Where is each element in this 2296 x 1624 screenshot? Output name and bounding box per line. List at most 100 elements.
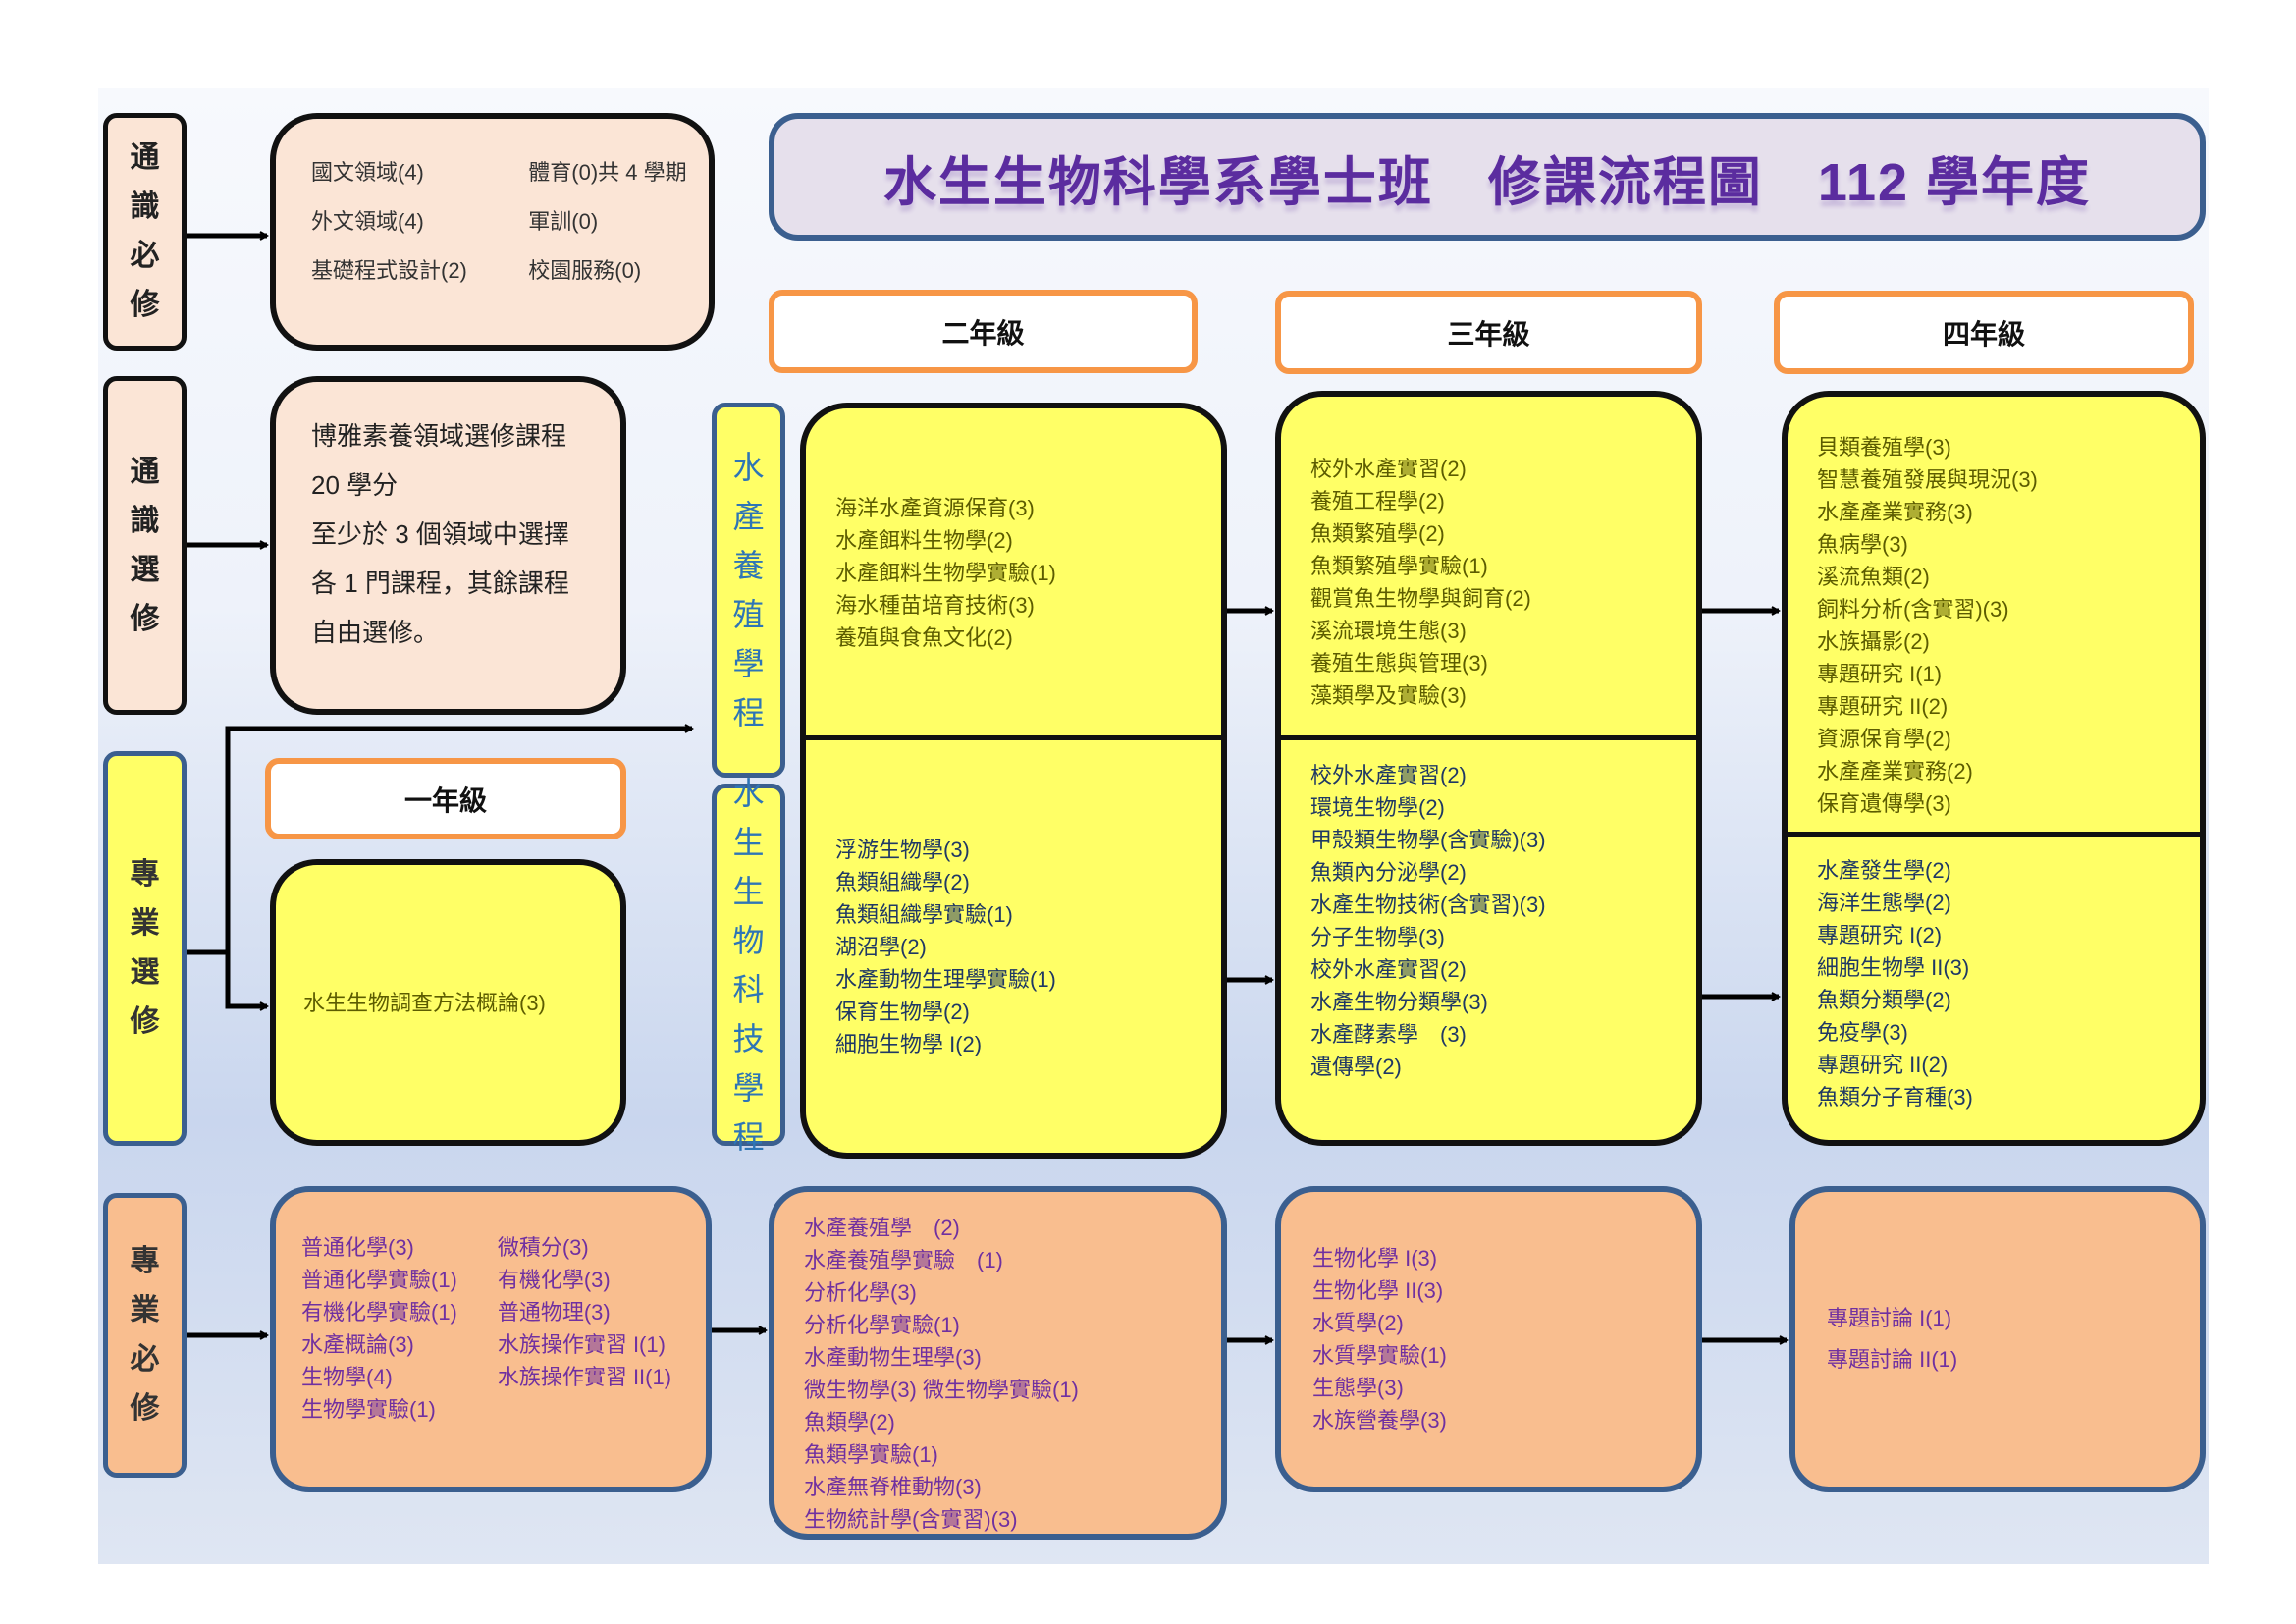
course-item: 水族營養學(3) (1312, 1408, 1447, 1433)
course-item: 水產生物分類學(3) (1310, 989, 1488, 1014)
course-item: 生物統計學(含實習)(3) (804, 1507, 1018, 1532)
year-header-1: 一年級 (265, 758, 626, 839)
ge-elective-line: 20 學分 (311, 470, 399, 500)
page-title: 水生生物科學系學士班 修課流程圖 112 學年度 (769, 113, 2206, 241)
course-item: 專題討論 I(1) (1827, 1306, 1952, 1330)
course-item: 養殖生態與管理(3) (1310, 650, 1488, 676)
label-ge-required: 通識必修 (103, 113, 187, 351)
label-char: 技 (732, 1020, 765, 1056)
label-major-elective: 專業選修 (103, 751, 187, 1146)
course-item: 生態學(3) (1312, 1376, 1404, 1400)
elective-year3-aquaculture: 校外水產實習(2)養殖工程學(2)魚類繁殖學(2)魚類繁殖學實驗(1)觀賞魚生物… (1281, 426, 1696, 737)
track-biotech-label: 水生生物科技學程 (712, 776, 785, 1155)
arrow-major-elective-to-tracks (225, 729, 692, 1006)
label-char: 修 (130, 1392, 160, 1425)
elective-year4-box: 貝類養殖學(3)智慧養殖發展與現況(3)水產產業實務(3)魚病學(3)溪流魚類(… (1782, 391, 2206, 1146)
course-item: 專題討論 II(1) (1827, 1347, 1958, 1372)
course-item: 細胞生物學 II(3) (1817, 954, 1970, 980)
ge-elective-line: 自由選修。 (311, 618, 440, 647)
course-item: 保育遺傳學(3) (1817, 790, 1951, 816)
course-item: 溪流魚類(2) (1817, 564, 1930, 589)
course-item: 水產養殖學實驗 (1) (804, 1248, 1003, 1272)
elective-year2-aquaculture: 海洋水產資源保育(3)水產餌料生物學(2)水產餌料生物學實驗(1)海水種苗培育技… (806, 408, 1221, 737)
elective-year3-box: 校外水產實習(2)養殖工程學(2)魚類繁殖學(2)魚類繁殖學實驗(1)觀賞魚生物… (1275, 391, 1702, 1146)
course-item: 魚類分類學(2) (1817, 987, 1951, 1012)
required-year1-list: 普通化學(3)微積分(3)普通化學實驗(1)有機化學(3)有機化學實驗(1)普通… (301, 1231, 706, 1426)
label-char: 產 (732, 499, 765, 534)
elective-year2-biotech: 浮游生物學(3)魚類組織學(2)魚類組織學實驗(1)湖沼學(2)水產動物生理學實… (806, 740, 1221, 1153)
course-item: 養殖工程學(2) (1310, 488, 1445, 514)
course-item: 校外水產實習(2) (1310, 456, 1467, 481)
track-aquaculture-label: 水產養殖學程 (712, 403, 785, 778)
course-item: 水產酵素學 (3) (1310, 1021, 1467, 1047)
course-item: 細胞生物學 I(2) (835, 1031, 983, 1056)
course-item: 智慧養殖發展與現況(3) (1817, 466, 2038, 492)
course-item: 基礎程式設計(2) (311, 258, 467, 283)
course-item: 水產動物生理學實驗(1) (835, 966, 1056, 992)
label-char: 必 (130, 1343, 160, 1376)
label-char: 通 (130, 455, 160, 488)
year-header-4: 四年級 (1774, 291, 2194, 374)
course-item: 資源保育學(2) (1817, 726, 1951, 751)
label-char: 殖 (732, 597, 765, 632)
course-item: 魚類學實驗(1) (804, 1442, 938, 1467)
course-item: 分析化學實驗(1) (804, 1313, 960, 1337)
course-item: 環境生物學(2) (1310, 794, 1445, 820)
course-item: 專題研究 II(2) (1817, 1052, 1949, 1077)
label-char: 學 (732, 1069, 765, 1106)
elective-year3-biotech: 校外水產實習(2)環境生物學(2)甲殼類生物學(含實驗)(3)魚類內分泌學(2)… (1281, 740, 1696, 1101)
course-item: 普通化學(3) (301, 1235, 414, 1260)
elective-year2-box: 海洋水產資源保育(3)水產餌料生物學(2)水產餌料生物學實驗(1)海水種苗培育技… (800, 403, 1227, 1159)
label-char: 程 (732, 695, 765, 731)
required-year3-box: 生物化學 I(3)生物化學 II(3)水質學(2)水質學實驗(1)生態學(3)水… (1275, 1186, 1702, 1492)
course-item: 外文領域(4) (311, 209, 424, 234)
course-item: 貝類養殖學(3) (1817, 434, 1951, 460)
course-item: 水產概論(3) (301, 1332, 414, 1357)
label-char: 選 (130, 553, 160, 586)
track-divider (806, 735, 1221, 740)
elective-year4-aquaculture: 貝類養殖學(3)智慧養殖發展與現況(3)水產產業實務(3)魚病學(3)溪流魚類(… (1788, 416, 2200, 834)
course-item: 水產發生學(2) (1817, 857, 1951, 883)
course-item: 海水種苗培育技術(3) (835, 593, 1035, 618)
year-header-2: 二年級 (769, 290, 1198, 373)
elective-year1-box: 水生生物調查方法概論(3) (270, 859, 626, 1146)
course-item: 水生生物調查方法概論(3) (303, 990, 546, 1015)
course-item: 專題研究 I(2) (1817, 922, 1943, 947)
course-item: 溪流環境生態(3) (1310, 618, 1467, 643)
course-item: 水產養殖學 (2) (804, 1216, 960, 1240)
course-item: 水族操作實習 II(1) (497, 1365, 672, 1389)
course-item: 普通物理(3) (497, 1300, 611, 1325)
ge-required-box: 國文領域(4)體育(0)共 4 學期外文領域(4)軍訓(0)基礎程式設計(2)校… (270, 113, 715, 351)
course-item: 微生物學(3) 微生物學實驗(1) (804, 1378, 1079, 1402)
course-item: 有機化學(3) (497, 1268, 611, 1292)
course-item: 有機化學實驗(1) (301, 1300, 457, 1325)
label-char: 專 (130, 1245, 160, 1277)
course-item: 校園服務(0) (528, 258, 642, 283)
course-item: 生物學實驗(1) (301, 1397, 436, 1422)
course-item: 魚類組織學(2) (835, 869, 970, 894)
course-item: 國文領域(4) (311, 160, 424, 185)
label-char: 修 (130, 1005, 160, 1038)
label-char: 必 (130, 240, 160, 272)
label-major-required: 專業必修 (103, 1193, 187, 1478)
label-char: 通 (130, 141, 160, 174)
course-item: 生物化學 I(3) (1312, 1246, 1438, 1271)
course-item: 分析化學(3) (804, 1280, 917, 1305)
label-char: 專 (130, 858, 160, 891)
course-item: 水質學實驗(1) (1312, 1343, 1447, 1368)
course-item: 保育生物學(2) (835, 999, 970, 1024)
elective-year4-biotech: 水產發生學(2) 海洋生態學(2) 專題研究 I(2) 細胞生物學 II(3) 魚類分類… (1788, 837, 2200, 1130)
label-char: 業 (130, 907, 160, 940)
label-char: 物 (732, 922, 765, 958)
label-ge-elective: 通識選修 (103, 376, 187, 715)
course-item: 魚類組織學實驗(1) (835, 901, 1013, 927)
course-item: 海洋生態學(2) (1817, 890, 1951, 915)
arrow-major-elective-to-year1 (225, 952, 267, 1006)
course-item: 水產餌料生物學(2) (835, 528, 1013, 553)
course-item: 水產無脊椎動物(3) (804, 1475, 982, 1499)
course-item: 魚類學(2) (804, 1410, 895, 1435)
course-item: 藻類學及實驗(3) (1310, 682, 1467, 708)
label-char: 程 (732, 1118, 765, 1155)
course-item: 水產產業實務(2) (1817, 758, 1973, 784)
